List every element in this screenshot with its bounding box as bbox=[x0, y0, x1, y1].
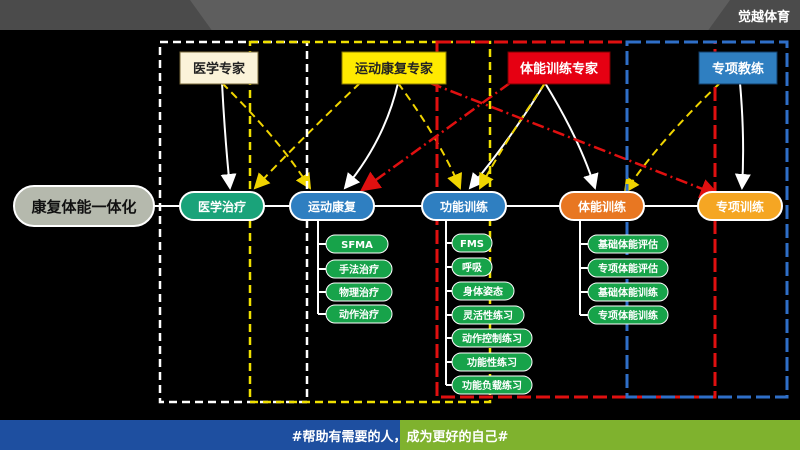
stage-functional: 功能训练 bbox=[421, 191, 507, 221]
functional-item: 灵活性练习 bbox=[463, 309, 513, 322]
functional-item: 呼吸 bbox=[462, 261, 483, 274]
frame-white bbox=[158, 40, 309, 404]
stage-rehab-label: 运动康复 bbox=[308, 199, 357, 214]
rehab-item: 物理治疗 bbox=[339, 286, 379, 299]
stage-medical-label: 医学治疗 bbox=[198, 199, 246, 214]
frame-yellow bbox=[248, 40, 492, 404]
fitness-item: 基础体能评估 bbox=[597, 238, 658, 251]
fitness-items: 基础体能评估 专项体能评估 基础体能训练 专项体能训练 bbox=[587, 234, 669, 325]
bottom-bar-blue bbox=[0, 420, 400, 450]
functional-item: FMS bbox=[460, 239, 484, 250]
rehab-item: 动作治疗 bbox=[339, 308, 379, 321]
expert-rehab-label: 运动康复专家 bbox=[355, 61, 434, 77]
bottom-bar: #帮助有需要的人，成为更好的自己# bbox=[0, 420, 800, 450]
red-dashdot-arrows bbox=[359, 81, 721, 198]
top-bar-tab bbox=[190, 0, 730, 30]
expert-rehab: 运动康复专家 bbox=[341, 51, 447, 85]
expert-sport-label: 专项教练 bbox=[712, 61, 764, 77]
stage-rehab: 运动康复 bbox=[289, 191, 375, 221]
expert-fitness: 体能训练专家 bbox=[507, 51, 611, 85]
bottom-bar-green bbox=[400, 420, 800, 450]
stage-sport-label: 专项训练 bbox=[716, 199, 764, 214]
stage-fitness: 体能训练 bbox=[559, 191, 645, 221]
functional-item: 身体姿态 bbox=[463, 285, 503, 298]
expert-medical: 医学专家 bbox=[179, 51, 259, 85]
fitness-item: 基础体能训练 bbox=[597, 286, 658, 299]
flow-diagram: 医学专家 运动康复专家 体能训练专家 专项教练 康复体能一体化 医学治疗 运动康… bbox=[13, 40, 789, 404]
fitness-item: 专项体能评估 bbox=[598, 262, 658, 275]
rehab-items: SFMA 手法治疗 物理治疗 动作治疗 bbox=[325, 234, 393, 324]
expert-sport: 专项教练 bbox=[698, 51, 778, 85]
top-bar: 觉越体育 bbox=[0, 0, 800, 30]
sub-item-connectors bbox=[317, 220, 588, 386]
rehab-item: 手法治疗 bbox=[339, 263, 379, 276]
functional-items: FMS 呼吸 身体姿态 灵活性练习 动作控制练习 功能性练习 功能负载练习 bbox=[451, 233, 533, 395]
stage-functional-label: 功能训练 bbox=[440, 199, 488, 214]
stage-medical: 医学治疗 bbox=[179, 191, 265, 221]
stage-fitness-label: 体能训练 bbox=[578, 199, 626, 214]
frame-blue bbox=[625, 40, 789, 399]
functional-item: 功能性练习 bbox=[467, 356, 517, 369]
root-node: 康复体能一体化 bbox=[13, 185, 155, 227]
footer-slogan: #帮助有需要的人，成为更好的自己# bbox=[291, 430, 509, 445]
root-label: 康复体能一体化 bbox=[31, 198, 136, 216]
functional-item: 动作控制练习 bbox=[462, 332, 522, 345]
expert-fitness-label: 体能训练专家 bbox=[520, 61, 599, 77]
functional-item: 功能负载练习 bbox=[462, 379, 522, 392]
brand-title: 觉越体育 bbox=[737, 10, 790, 25]
rehab-item: SFMA bbox=[341, 240, 373, 251]
fitness-item: 专项体能训练 bbox=[598, 309, 658, 322]
stage-sport: 专项训练 bbox=[697, 191, 783, 221]
diagram-stage: 医学专家 运动康复专家 体能训练专家 专项教练 康复体能一体化 医学治疗 运动康… bbox=[0, 30, 800, 420]
expert-medical-label: 医学专家 bbox=[193, 61, 246, 77]
